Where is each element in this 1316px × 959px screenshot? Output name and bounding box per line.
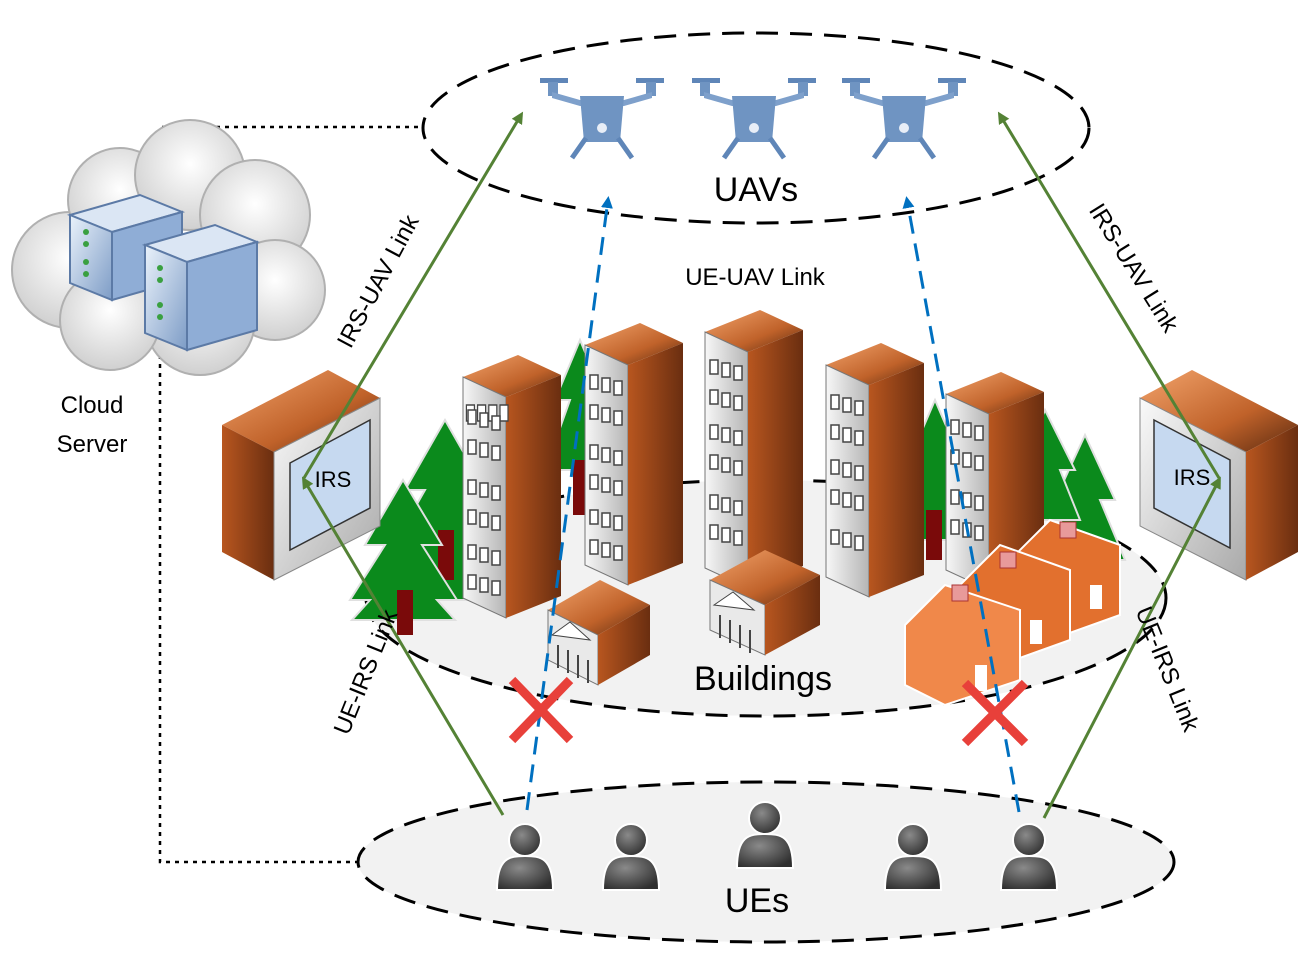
building-icon [547, 580, 650, 686]
ue-uav-link-right [902, 196, 1021, 813]
ue-irs-link-left-line [301, 476, 505, 816]
building-icon [825, 343, 924, 598]
cloud-server-label-line1: Cloud [61, 392, 124, 419]
ue-irs-link-label-right: UE-IRS Link [1130, 603, 1205, 736]
irs-uav-link-left-line [302, 111, 524, 479]
ue-irs-link-right-line [1042, 476, 1221, 819]
ue-uav-link-label: UE-UAV Link [685, 264, 826, 291]
tree-icon [348, 478, 459, 635]
building-icon [584, 323, 683, 586]
irs-panel-icon [1139, 370, 1298, 581]
blocked-x-icon [508, 676, 574, 744]
ue-irs-link-label-left: UE-IRS Link [329, 605, 404, 738]
irs-panel-icon [222, 370, 381, 581]
blocked-x-icon [961, 679, 1029, 747]
building-icon [709, 550, 820, 656]
irs-right-label: IRS [1174, 465, 1211, 490]
uavs-label: UAVs [714, 171, 798, 209]
ues-label: UEs [725, 882, 789, 920]
cloud-server-icon [11, 119, 326, 376]
irs-uav-link-right-line [997, 111, 1221, 479]
building-icon [704, 310, 803, 589]
ue-uav-link-left [525, 196, 613, 811]
irs-left-label: IRS [315, 467, 352, 492]
backhaul-link [158, 125, 418, 864]
building-icon [462, 355, 561, 619]
irs-uav-link-label-left: IRS-UAV Link [332, 210, 425, 353]
cloud-server-label-line2: Server [57, 431, 128, 458]
irs-uav-link-label-right: IRS-UAV Link [1083, 199, 1184, 338]
buildings-label: Buildings [694, 660, 832, 698]
